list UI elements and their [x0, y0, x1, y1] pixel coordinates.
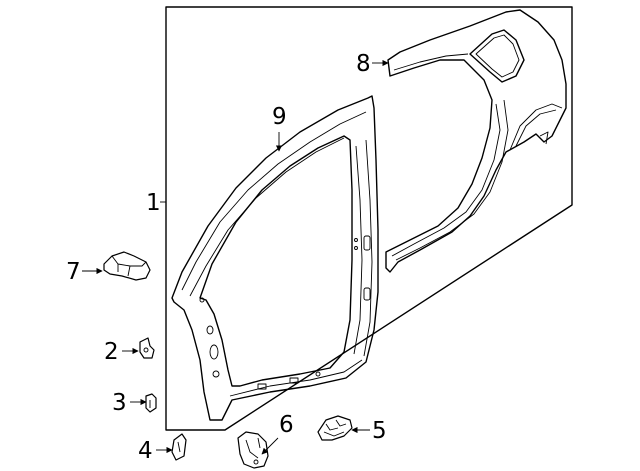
callout-1: 1	[146, 190, 161, 216]
assembly-frame	[165, 6, 573, 431]
rear-quarter-panel[interactable]	[385, 9, 567, 273]
callout-4: 4	[138, 438, 153, 464]
bracket-part-5[interactable]	[317, 415, 353, 441]
callout-6: 6	[279, 412, 294, 438]
callout-5: 5	[372, 418, 387, 444]
callout-2: 2	[104, 339, 119, 365]
callout-8: 8	[356, 51, 371, 77]
bracket-part-4[interactable]	[171, 433, 187, 461]
plate-part-3[interactable]	[145, 393, 157, 413]
front-side-frame-panel[interactable]	[171, 95, 379, 421]
clip-part-2[interactable]	[139, 337, 155, 359]
reinforcement-part-6[interactable]	[237, 431, 269, 469]
callout-7: 7	[66, 259, 81, 285]
callout-3: 3	[112, 390, 127, 416]
callout-9: 9	[272, 104, 287, 130]
bracket-part-7[interactable]	[103, 251, 151, 281]
leader-6	[261, 437, 279, 455]
